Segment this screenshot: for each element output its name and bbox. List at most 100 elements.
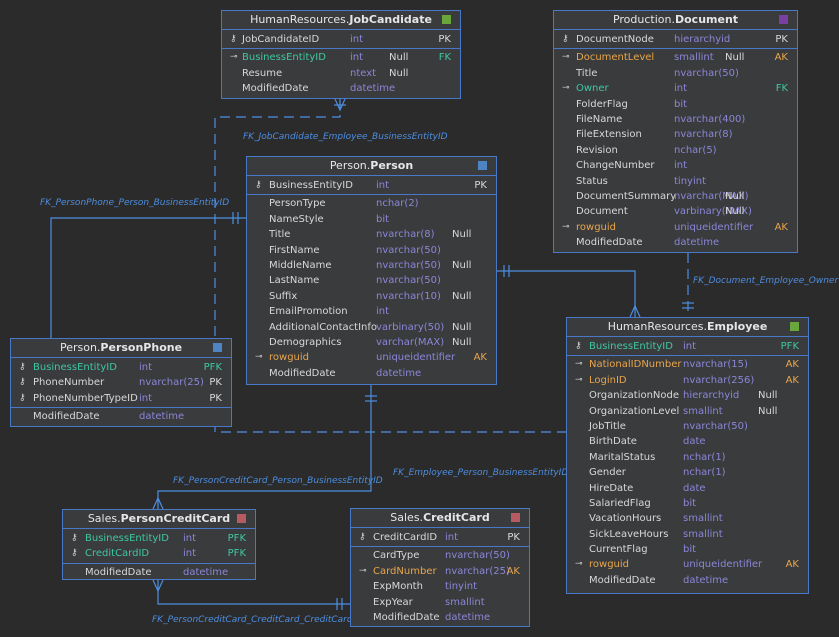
entity-header[interactable]: HumanResources.Employee	[567, 318, 808, 337]
relation-label-personcreditcard-person[interactable]: FK_PersonCreditCard_Person_BusinessEntit…	[173, 476, 383, 486]
entity-header[interactable]: Sales.CreditCard	[351, 509, 529, 528]
entity-title: CreditCard	[423, 511, 490, 524]
column-name: PersonType	[269, 198, 326, 210]
entity-header[interactable]: HumanResources.JobCandidate	[222, 11, 460, 30]
wire-crowfoot	[152, 579, 164, 593]
relation-label-personphone-person[interactable]: FK_PersonPhone_Person_BusinessEntityID	[40, 198, 230, 208]
entity-header[interactable]: Person.PersonPhone	[11, 339, 231, 358]
entity-title: Person	[370, 159, 414, 172]
column-name: Title	[576, 67, 598, 79]
entity-jobcandidate[interactable]: HumanResources.JobCandidate ⚷JobCandidate…	[221, 10, 461, 99]
column-type: nvarchar(50)	[674, 67, 739, 79]
entity-title: PersonPhone	[100, 341, 183, 354]
column-key: PFK	[227, 533, 246, 544]
relation-label-personcreditcard-creditcard[interactable]: FK_PersonCreditCard_CreditCard_CreditCar…	[152, 615, 363, 625]
column-name: LoginID	[589, 374, 627, 386]
entity-employee[interactable]: HumanResources.Employee ⚷BusinessEntityID…	[566, 317, 809, 594]
entity-header[interactable]: Sales.PersonCreditCard	[63, 510, 255, 529]
relation-label-jobcandidate-employee[interactable]: FK_JobCandidate_Employee_BusinessEntityI…	[243, 132, 448, 142]
column-key: PK	[474, 180, 487, 191]
relation-label-document-employee[interactable]: FK_Document_Employee_Owner	[693, 276, 839, 286]
column-name: MaritalStatus	[589, 451, 656, 463]
column-type: int	[683, 341, 697, 352]
entity-header[interactable]: Production.Document	[554, 11, 797, 30]
link-key-icon: ⊸	[575, 359, 583, 370]
column-name: BusinessEntityID	[33, 362, 117, 373]
relation-label-employee-person[interactable]: FK_Employee_Person_BusinessEntityID	[393, 468, 569, 478]
entity-header[interactable]: Person.Person	[247, 157, 496, 176]
column-type: varbinary(MAX)	[674, 206, 752, 218]
column-name: BusinessEntityID	[85, 533, 169, 544]
column-row[interactable]: Title nvarchar(50)	[554, 66, 797, 81]
column-nullable: Null	[725, 190, 745, 202]
column-name: FileExtension	[576, 129, 642, 141]
